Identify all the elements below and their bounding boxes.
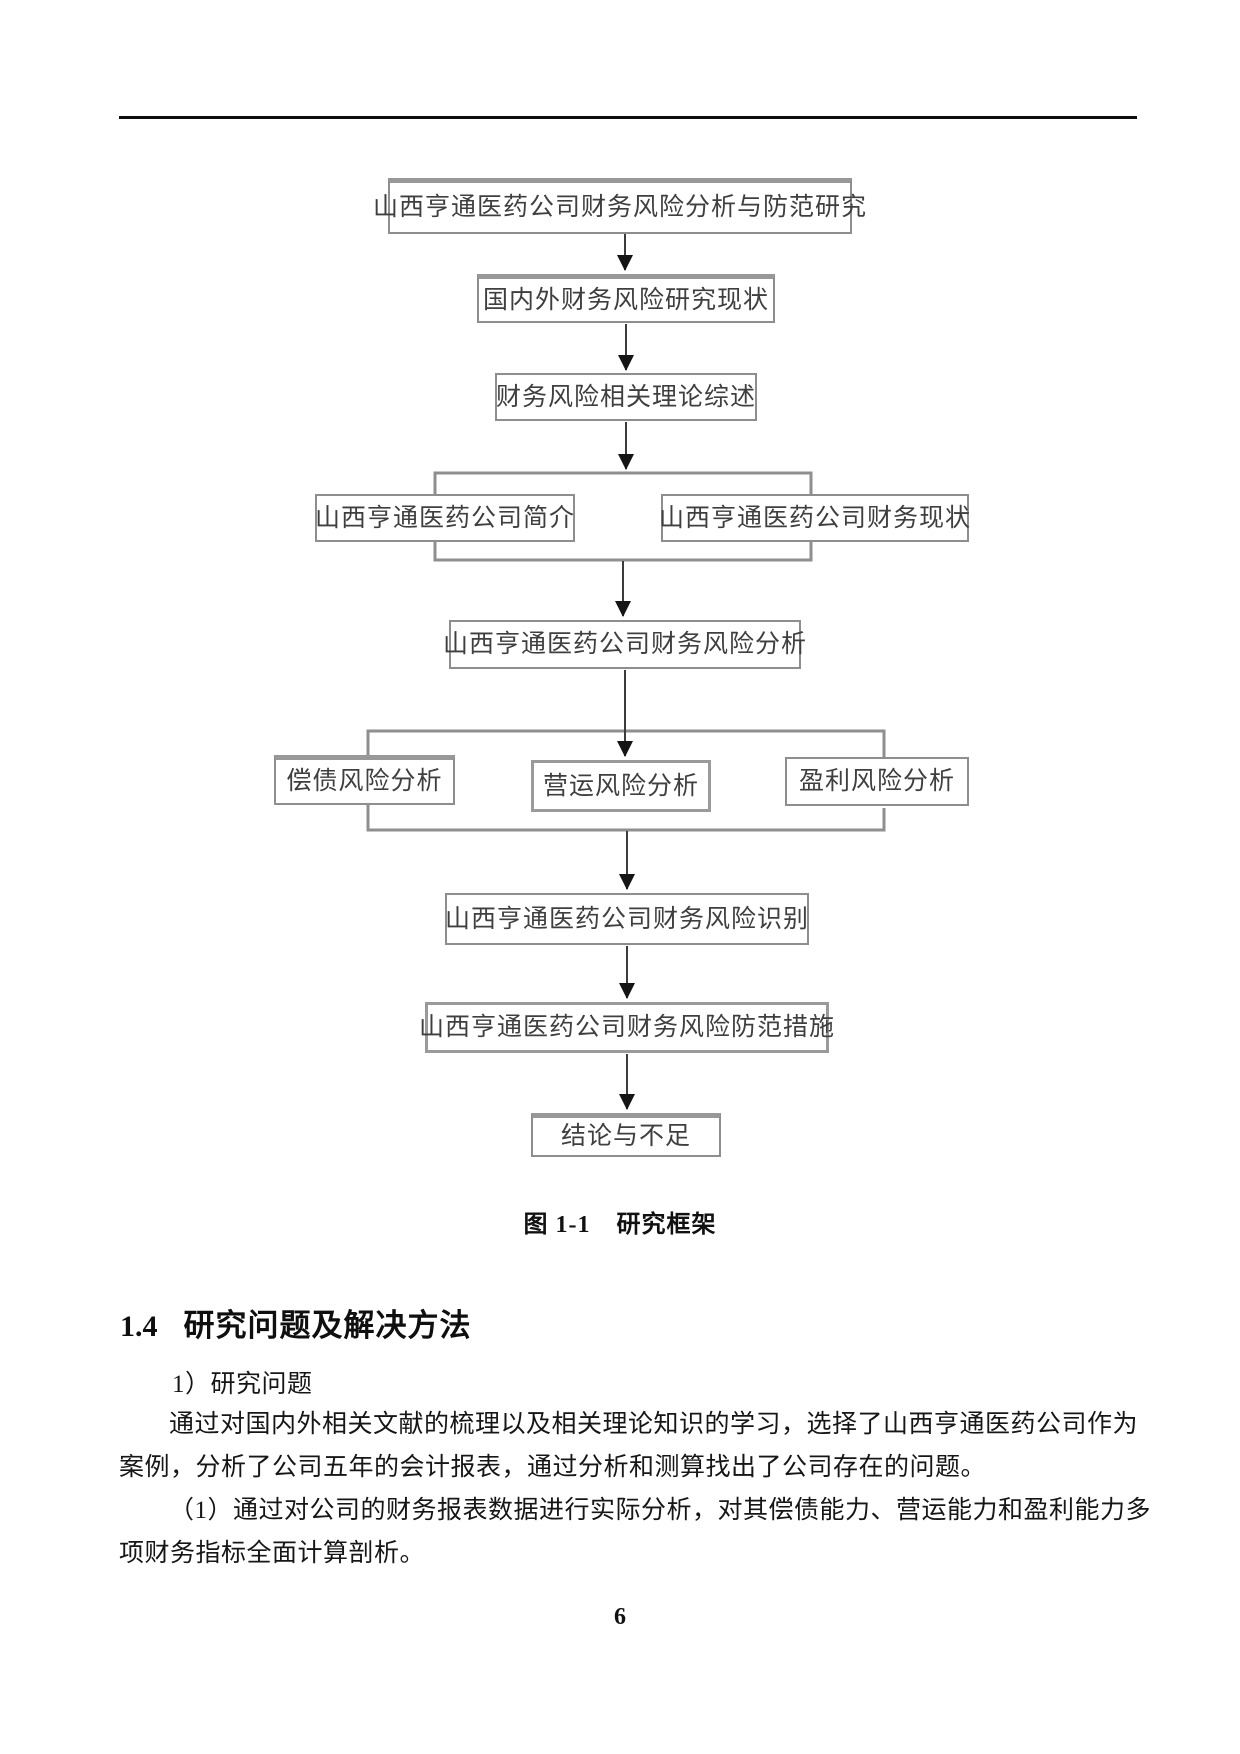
flow-node-risk-identify: 山西亨通医药公司财务风险识别 [445, 893, 809, 945]
figure-caption-title: 研究框架 [616, 1211, 717, 1238]
flow-node-operation-risk: 营运风险分析 [531, 760, 711, 812]
flow-node-debt-risk: 偿债风险分析 [274, 755, 455, 805]
flow-node-risk-analysis: 山西亨通医药公司财务风险分析 [443, 620, 806, 669]
section-number: 1.4 [120, 1310, 158, 1343]
flow-node-risk-prevention: 山西亨通医药公司财务风险防范措施 [419, 1002, 834, 1053]
flow-node-research-status: 国内外财务风险研究现状 [477, 274, 775, 323]
flow-node-company-intro: 山西亨通医药公司简介 [315, 494, 575, 542]
flow-node-profit-risk: 盈利风险分析 [785, 757, 969, 806]
section-title: 研究问题及解决方法 [183, 1308, 472, 1343]
figure-caption-label: 图 1-1 [523, 1212, 591, 1238]
header-rule [119, 116, 1137, 119]
flow-node-title: 山西亨通医药公司财务风险分析与防范研究 [373, 178, 866, 234]
flow-node-conclusion: 结论与不足 [531, 1113, 721, 1157]
paragraph2-line1: （1）通过对公司的财务报表数据进行实际分析，对其偿债能力、营运能力和盈利能力多 [169, 1497, 1152, 1524]
paragraph1-line1: 通过对国内外相关文献的梳理以及相关理论知识的学习，选择了山西亨通医药公司作为 [169, 1411, 1139, 1438]
flow-node-theory: 财务风险相关理论综述 [495, 373, 757, 421]
merge-bracket-bottom [366, 804, 886, 832]
paragraph1-line2: 案例，分析了公司五年的会计报表，通过分析和测算找出了公司存在的问题。 [119, 1454, 987, 1481]
page-number: 6 [614, 1604, 626, 1630]
flow-node-finance-status: 山西亨通医药公司财务现状 [659, 494, 970, 542]
figure-caption: 图 1-1 研究框架 [0, 1204, 1240, 1239]
section-heading: 1.4 研究问题及解决方法 [120, 1300, 472, 1345]
subheading-research-question: 1）研究问题 [172, 1371, 313, 1398]
paragraph2-line2: 项财务指标全面计算剖析。 [119, 1540, 426, 1567]
